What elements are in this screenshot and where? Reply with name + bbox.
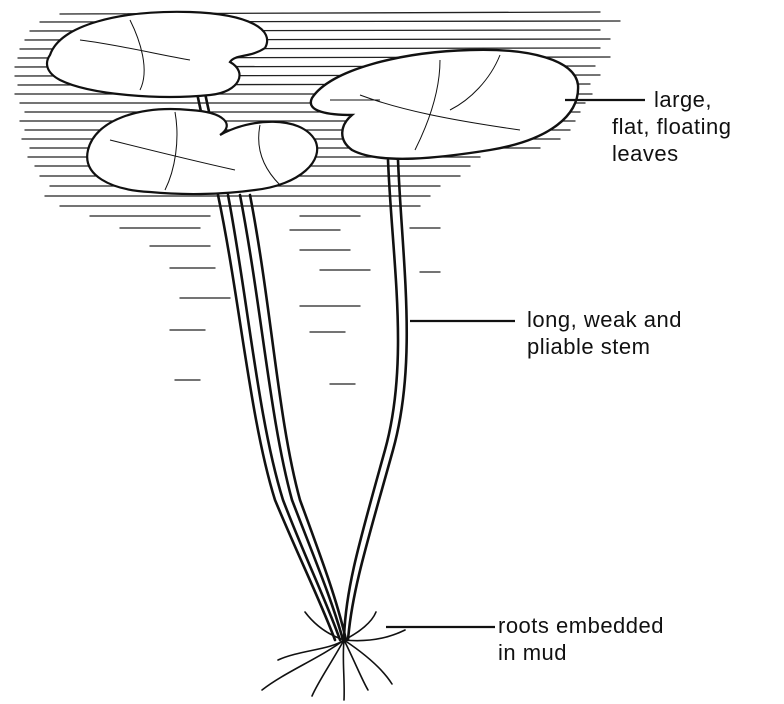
label-stem-line-2: pliable stem (527, 333, 682, 360)
leaf-top-left (47, 12, 267, 97)
label-stem-line-1: long, weak and (527, 306, 682, 333)
label-leaves-line-1: large, (612, 86, 732, 113)
label-leaves: large, flat, floating leaves (612, 86, 732, 167)
label-roots: roots embedded in mud (498, 612, 664, 666)
label-roots-line-1: roots embedded (498, 612, 664, 639)
label-leaves-line-2: flat, floating (612, 113, 732, 140)
leaf-middle-left (87, 109, 317, 194)
label-leaves-line-3: leaves (612, 140, 732, 167)
label-roots-line-2: in mud (498, 639, 664, 666)
label-stem: long, weak and pliable stem (527, 306, 682, 360)
leader-lines (386, 100, 645, 627)
